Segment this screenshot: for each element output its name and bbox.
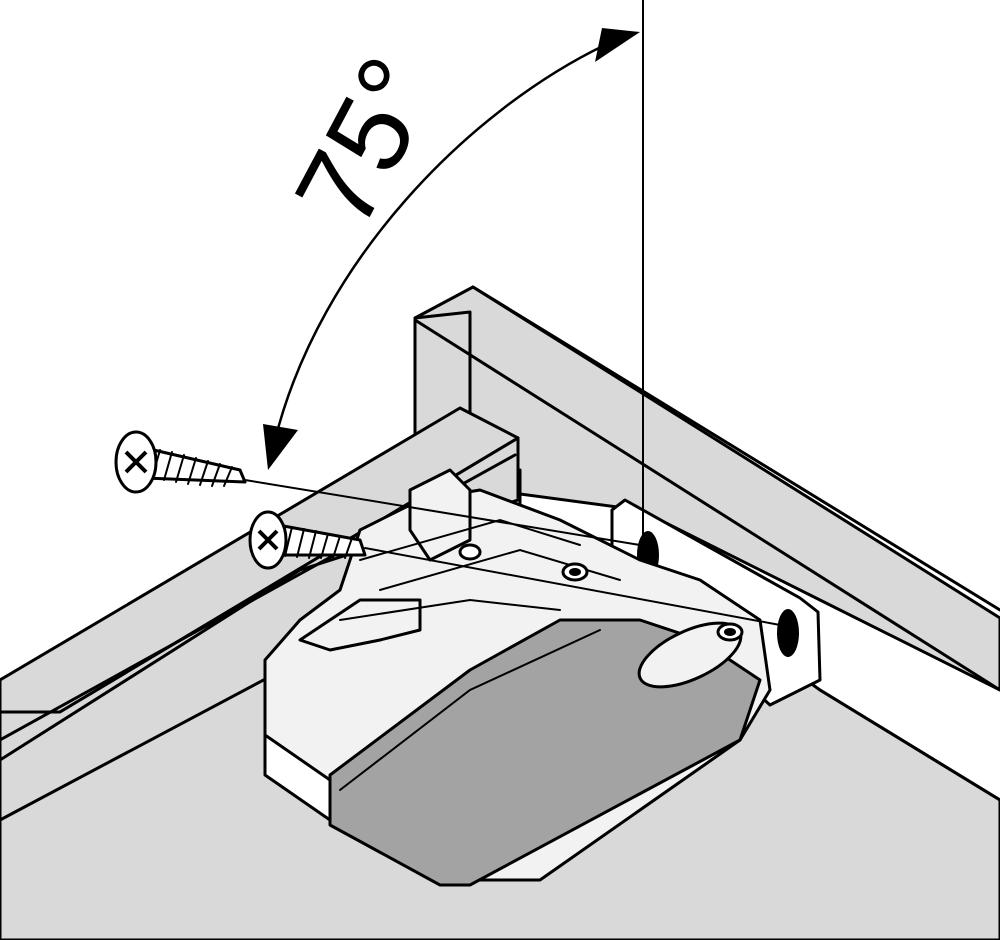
hole-icon [458, 543, 482, 561]
screw-upper-axis [244, 479, 641, 546]
back-panel-inner-edge [413, 318, 1000, 692]
screw-upper [114, 430, 641, 546]
cover-highlight [339, 629, 601, 791]
screw-lower [248, 510, 781, 626]
hole-center [724, 628, 736, 636]
rear-slot-right [777, 609, 799, 657]
hole-center [569, 568, 581, 576]
arc-arrowhead-top [595, 28, 640, 62]
angle-label: 75° [271, 38, 461, 246]
base-panel-back-edge [818, 688, 1000, 802]
mechanism-bracket [408, 468, 472, 562]
mechanism-rib-3 [339, 598, 561, 621]
screw-icon [257, 529, 279, 551]
screw-lower-thread [284, 526, 353, 559]
screw-lower-axis [364, 547, 781, 626]
mechanism-rib-1 [359, 518, 581, 561]
screw-icon [124, 450, 148, 474]
back-panel-top-edge [471, 285, 1000, 612]
angle-arc [273, 43, 606, 441]
arc-arrowhead-bottom [263, 424, 298, 470]
